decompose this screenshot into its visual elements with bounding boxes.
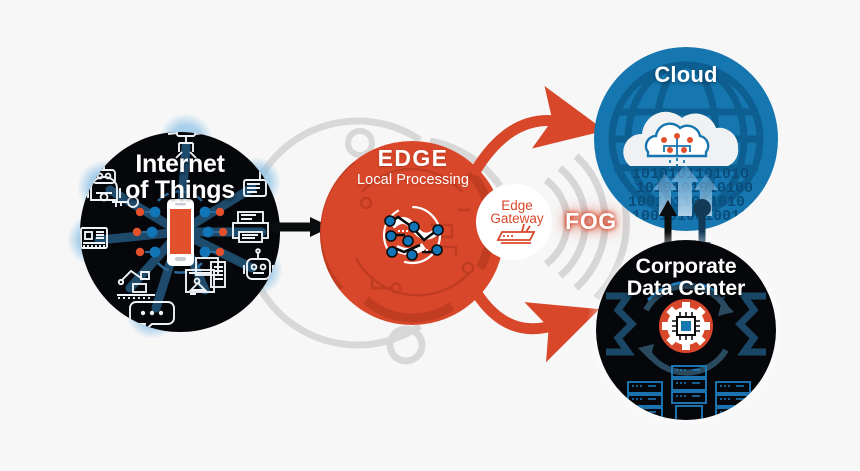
media-window-icon xyxy=(185,257,226,295)
edge-gateway-badge[interactable] xyxy=(476,184,552,260)
robot-head-icon xyxy=(243,248,274,280)
edge-to-data-center-arrow xyxy=(470,286,600,363)
data-center-arc xyxy=(647,281,725,301)
circuit-network-icon xyxy=(382,205,444,265)
iot-node-dots xyxy=(132,206,228,258)
terminal-icon xyxy=(80,227,108,249)
refresh-arrows-icon xyxy=(643,282,729,376)
edge-to-cloud-arrow xyxy=(470,85,606,176)
iot-node[interactable] xyxy=(67,113,283,339)
router-icon xyxy=(496,223,536,244)
printer-icon xyxy=(232,211,269,243)
key-icon xyxy=(112,196,139,208)
data-center-node[interactable] xyxy=(586,230,786,432)
edge-node[interactable] xyxy=(317,141,504,325)
gear-icon xyxy=(606,292,766,356)
iot-to-edge-arrow xyxy=(270,217,331,237)
cloud-node[interactable]: 1010101101010 1010101010100 100101101101… xyxy=(594,47,778,231)
cloud-network-icon xyxy=(623,111,739,170)
cpu-chip-icon xyxy=(659,299,713,353)
smartphone-icon xyxy=(167,199,194,266)
conveyor-robot-icon xyxy=(117,269,155,299)
iot-inner-arcs xyxy=(157,190,203,274)
refresh-arrow-heads xyxy=(638,300,734,360)
